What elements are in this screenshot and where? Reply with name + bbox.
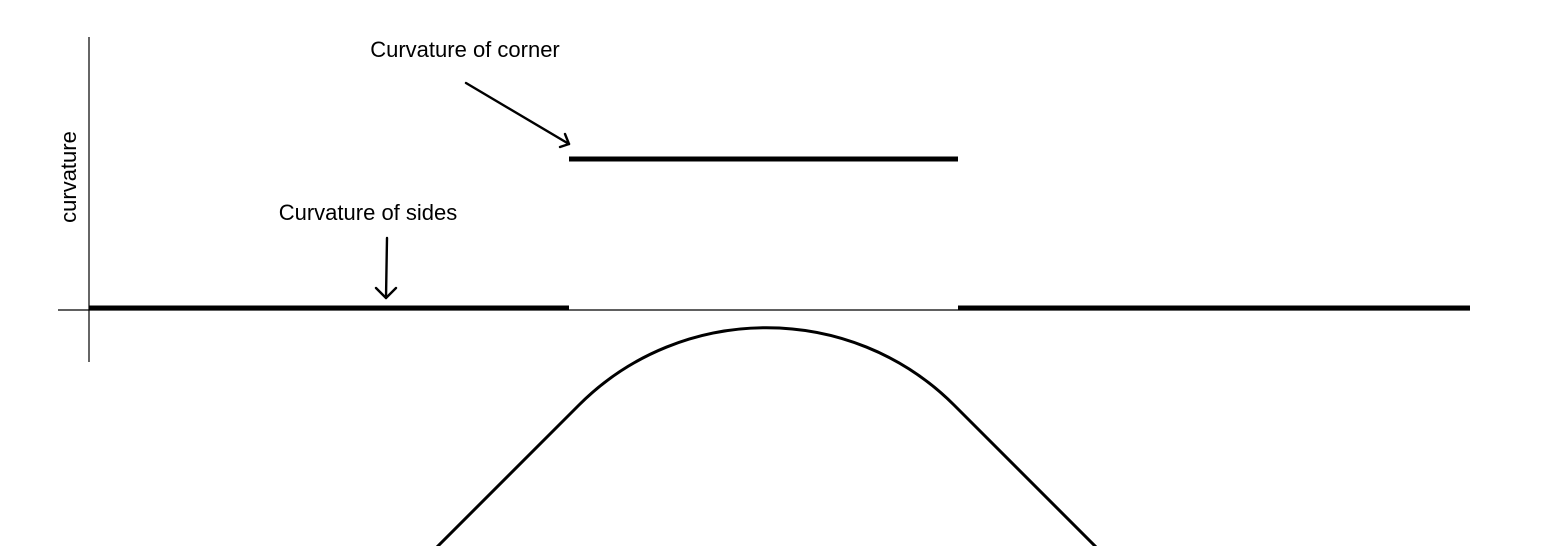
rounded-corner-shape [435,326,1098,546]
corner-annotation-arrow [464,81,571,149]
y-axis-label: curvature [56,131,81,223]
corner-annotation-label: Curvature of corner [370,37,560,62]
sides-annotation-label: Curvature of sides [279,200,458,225]
sides-annotation-arrow [374,236,398,300]
